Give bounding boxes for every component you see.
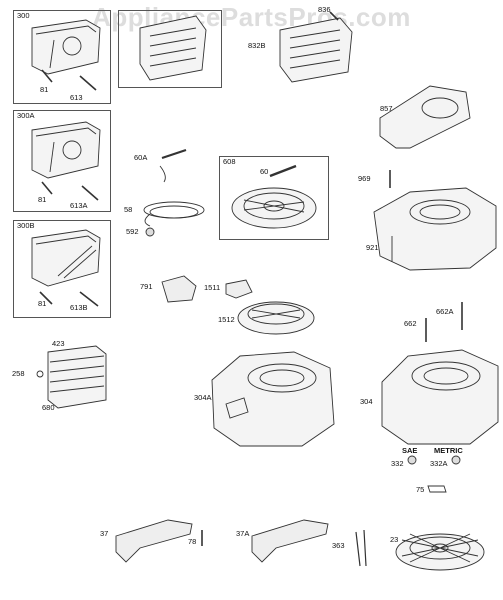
- label-304: 304: [360, 397, 373, 406]
- label-662a: 662A: [436, 307, 454, 316]
- label-836: 836: [318, 5, 331, 14]
- bolt-81-a: [41, 69, 53, 83]
- label-332a: 332A: [430, 459, 448, 468]
- box-tag-608: 608: [223, 157, 236, 166]
- air-cleaner-cover-300b: [31, 229, 101, 287]
- label-81: 81: [40, 85, 49, 94]
- screw-258: [36, 370, 44, 378]
- muffler-guard-832: [139, 15, 207, 81]
- label-332: 332: [391, 459, 404, 468]
- bolt-81-b: [41, 181, 53, 195]
- armature-37a: [251, 519, 329, 563]
- label-75: 75: [416, 485, 425, 494]
- air-cleaner-cover-300: [31, 19, 101, 75]
- label-857: 857: [380, 104, 393, 113]
- bolt-81-c: [39, 291, 53, 305]
- nut-332a: [451, 455, 461, 465]
- label-304a: 304A: [194, 393, 212, 402]
- label-363: 363: [332, 541, 345, 550]
- starter-rope-58: [143, 201, 205, 227]
- air-filter-680: [47, 345, 107, 409]
- label-1511: 1511: [204, 283, 221, 292]
- label-81: 81: [38, 299, 47, 308]
- label-1512: 1512: [218, 315, 235, 324]
- bracket-791: [161, 275, 197, 303]
- wire-363: [355, 529, 367, 567]
- label-613: 613: [70, 93, 83, 102]
- label-60: 60: [260, 167, 269, 176]
- flywheel-screen-1512: [237, 301, 315, 335]
- key-75: [427, 485, 447, 493]
- bracket-1511: [225, 279, 253, 299]
- box-tag-300b: 300B: [17, 221, 35, 230]
- box-608: [219, 156, 329, 240]
- nut-332: [407, 455, 417, 465]
- label-81: 81: [38, 195, 47, 204]
- blower-housing-921: [373, 187, 497, 271]
- label-832b: 832B: [248, 41, 266, 50]
- label-78: 78: [188, 537, 197, 546]
- header-sae: SAE: [402, 446, 418, 455]
- screw-836: [329, 11, 339, 21]
- label-58: 58: [124, 205, 133, 214]
- rewind-starter-608: [231, 187, 317, 229]
- header-metric: METRIC: [434, 446, 463, 455]
- handle-60: [269, 164, 297, 178]
- label-37a: 37A: [236, 529, 250, 538]
- label-258: 258: [12, 369, 25, 378]
- label-791: 791: [140, 282, 153, 291]
- box-832: [118, 10, 222, 88]
- blower-housing-304: [381, 349, 499, 445]
- box-300a: [13, 110, 111, 212]
- box-300: [13, 10, 111, 104]
- label-613a: 613A: [70, 201, 88, 210]
- label-37: 37: [100, 529, 109, 538]
- label-592: 592: [126, 227, 139, 236]
- blower-housing-304a: [211, 351, 335, 447]
- box-300b: [13, 220, 111, 318]
- label-23: 23: [390, 535, 399, 544]
- armature-37: [115, 519, 193, 563]
- screw-613: [79, 75, 97, 91]
- box-tag-300: 300: [17, 11, 30, 20]
- muffler-guard-832b: [279, 17, 353, 83]
- shroud-857: [379, 85, 471, 149]
- label-662: 662: [404, 319, 417, 328]
- label-921: 921: [366, 243, 379, 252]
- label-680: 680: [42, 403, 55, 412]
- box-tag-300a: 300A: [17, 111, 35, 120]
- screw-613a: [81, 185, 99, 201]
- air-cleaner-cover-300a: [31, 121, 101, 179]
- starter-handle-60a: [159, 148, 187, 183]
- washer-592: [145, 227, 155, 237]
- label-613b: 613B: [70, 303, 88, 312]
- flywheel-23: [395, 533, 485, 571]
- label-423: 423: [52, 339, 65, 348]
- label-60a: 60A: [134, 153, 148, 162]
- screw-613b: [79, 291, 99, 307]
- label-969: 969: [358, 174, 371, 183]
